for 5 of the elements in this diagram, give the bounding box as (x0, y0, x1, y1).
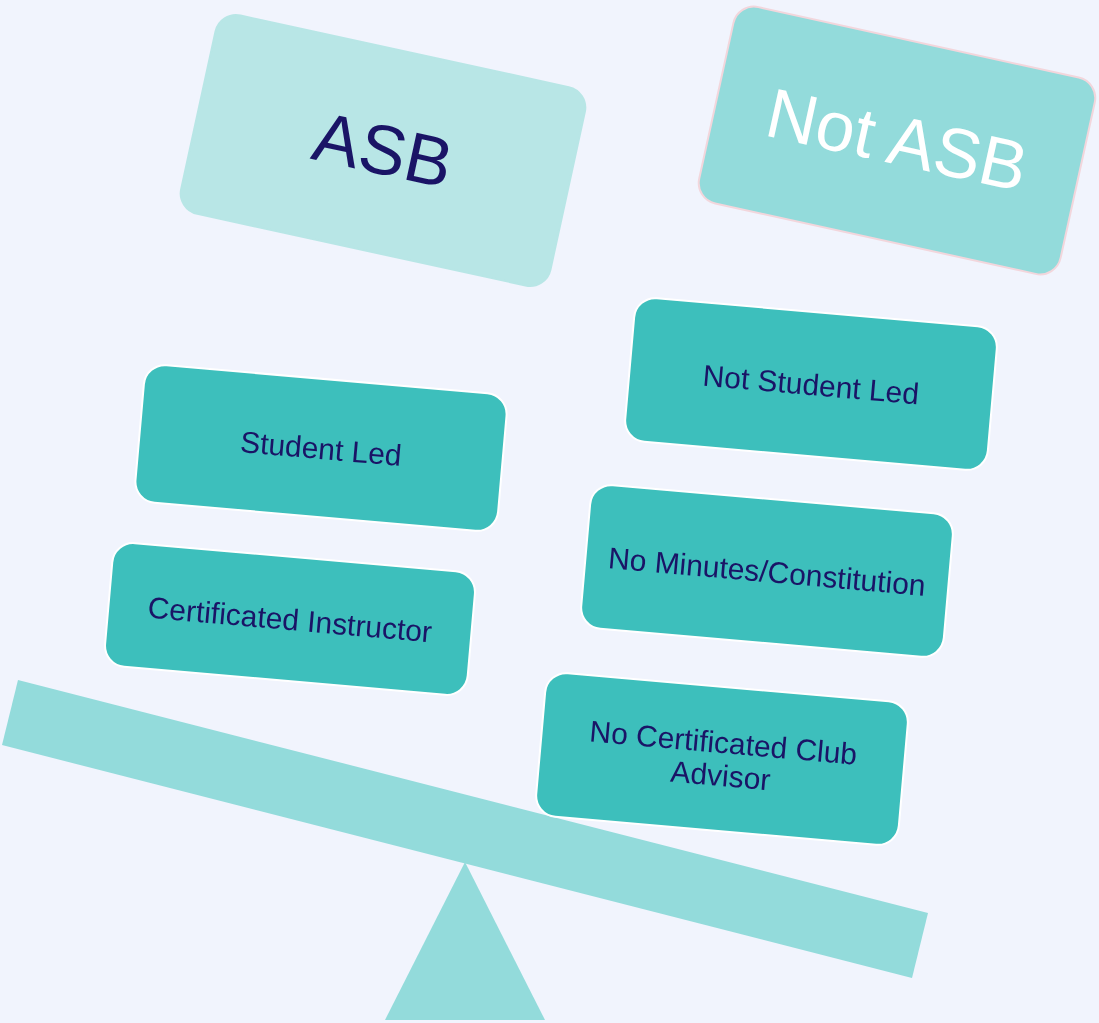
label-box: Student Led (132, 362, 510, 534)
label-box: Certificated Instructor (102, 540, 478, 698)
label-box: No Minutes/Constitution (578, 482, 956, 660)
label-box: No Certificated Club Advisor (533, 670, 911, 848)
label-box: Not Student Led (622, 295, 1000, 473)
